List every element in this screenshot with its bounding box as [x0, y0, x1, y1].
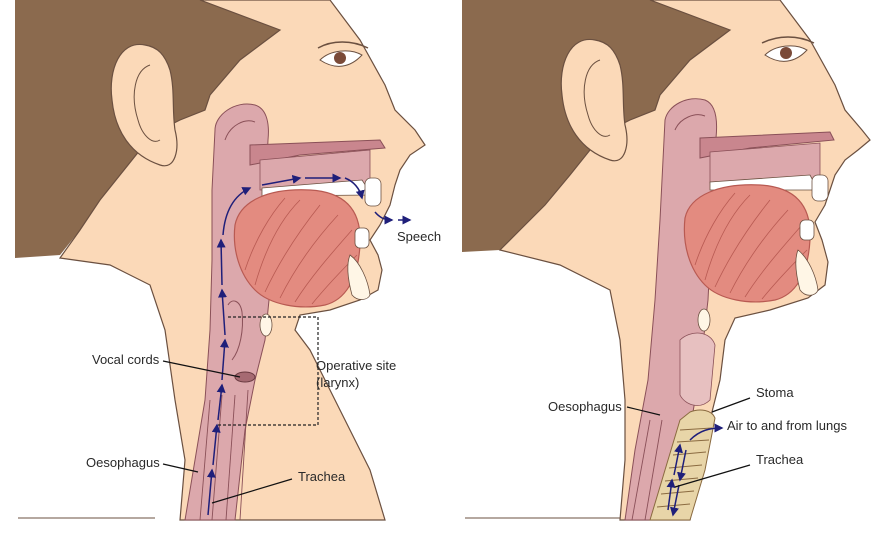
operative-site-sublabel: (larynx) — [316, 375, 360, 390]
trachea-label-left: Trachea — [298, 469, 346, 484]
right-head — [462, 0, 871, 521]
speech-label: Speech — [397, 229, 442, 244]
jaw-bone-left — [347, 254, 371, 300]
ear-right — [560, 38, 628, 162]
oesophagus-label-left: Oesophagus — [86, 455, 160, 470]
vocal-cords-label: Vocal cords — [92, 352, 160, 367]
oesophagus-label-right: Oesophagus — [548, 399, 622, 414]
vocal-cords-left — [234, 371, 256, 383]
airflow-arrows-right — [666, 423, 724, 517]
palate-left — [249, 139, 386, 166]
operative-site-box — [216, 316, 319, 426]
airflow-arrows-left — [206, 173, 412, 516]
ear-left — [110, 43, 178, 167]
air-label: Air to and from lungs — [727, 418, 847, 433]
trachea-label-right: Trachea — [756, 452, 804, 467]
left-head — [15, 0, 426, 521]
stoma-label: Stoma — [756, 385, 794, 400]
operative-site-label: Operative site — [316, 358, 397, 373]
